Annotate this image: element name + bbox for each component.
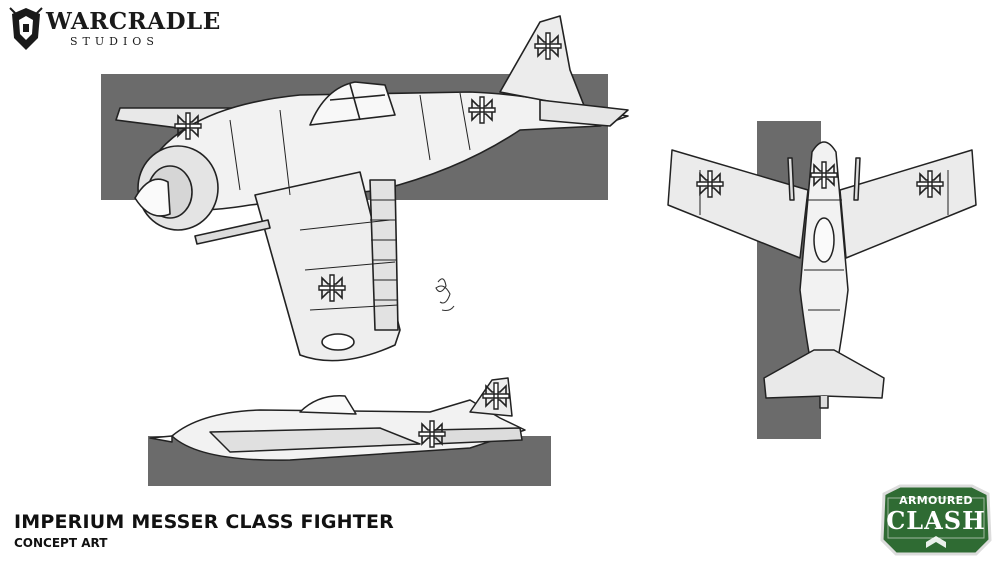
artist-signature — [435, 278, 455, 312]
armoured-clash-badge: ARMOURED CLASH — [880, 484, 992, 558]
armoured-clash-badge-icon — [880, 484, 992, 556]
badge-line2: CLASH — [886, 506, 986, 535]
logo-sub: STUDIOS — [70, 35, 159, 48]
side-view-plane — [149, 377, 526, 461]
perspective-view-plane — [115, 15, 629, 362]
warcradle-shield-icon — [9, 7, 43, 50]
badge-line1: ARMOURED — [899, 494, 973, 507]
page-subtitle: CONCEPT ART — [14, 536, 108, 550]
warcradle-logo: WARCRADLE STUDIOS — [8, 6, 220, 56]
page-title: IMPERIUM MESSER CLASS FIGHTER — [14, 511, 394, 533]
logo-name: WARCRADLE — [46, 8, 221, 35]
